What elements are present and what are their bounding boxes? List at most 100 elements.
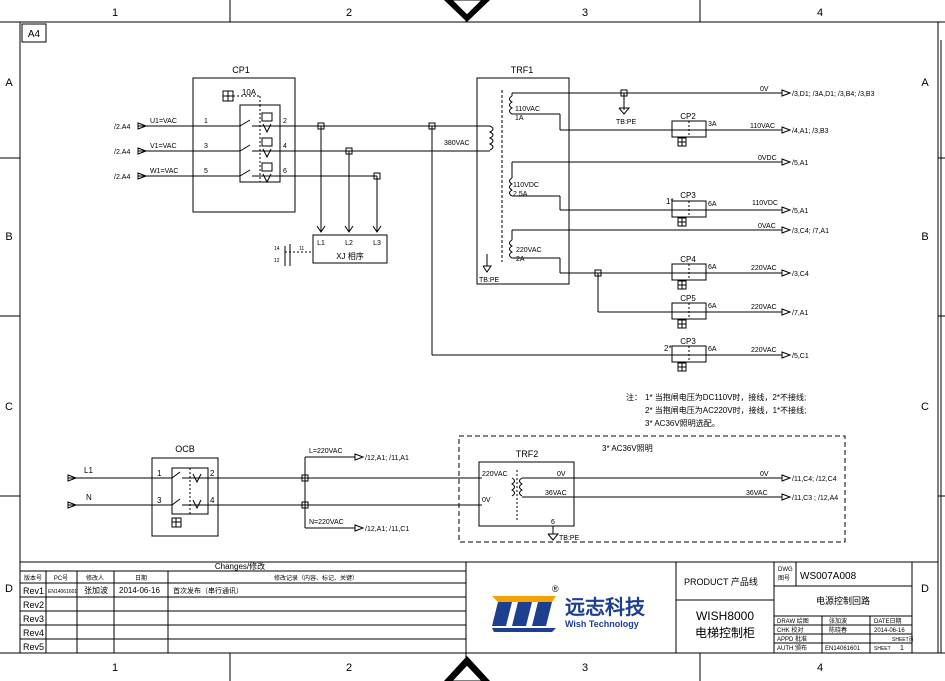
notes-head: 注： [626,392,642,402]
ocb-l-dest: /12,A1; /11,A1 [365,455,409,462]
row-label-a-left: A [5,77,13,89]
col-label-1-bottom: 1 [112,662,118,674]
person-auth: EN14061601 [825,646,861,652]
product-model: WISH8000 [696,609,754,623]
trf2-sec-top: 0V [557,471,566,478]
row-label-b-right: B [921,231,928,243]
trf2-ground: TB:PE [559,535,580,542]
changes-hdr-rev: 版本号 [24,574,42,582]
changes-hdr-pc: PC号 [54,575,68,582]
cp3b-marker: 2* [664,344,672,353]
cp3a-symbol [672,201,706,226]
trf1-w1-voltage: 110VAC [515,106,540,113]
date-label: DATE日期 [874,617,902,625]
dwg-title: 电源控制回路 [816,595,870,606]
center-mark-top-hollow [452,0,482,15]
cp1-pin-out-6: 6 [283,168,287,175]
cp1-in1-signal: U1=VAC [150,118,177,125]
table-row-pc: EN14061601 [48,589,77,595]
cp1-rating: 10A [242,88,257,97]
trf2-out0-dest: /11,C4; /12,C4 [792,476,837,483]
xj-terminal-l3: L3 [373,240,381,247]
secondary-wiring [512,93,782,355]
company-registered: ® [552,584,559,594]
trf1-title: TRF1 [511,65,534,75]
trf2-primary-bottom: 0V [482,497,491,504]
ocb-pin-1: 1 [157,469,162,478]
out-110vac-net: 110VAC [750,123,775,130]
cp1-pin-out-2: 2 [283,118,287,125]
out-0v-net: 0V [760,86,769,93]
cp1-pin-in-5: 5 [204,168,208,175]
cp2-rating: 3A [708,121,717,128]
ocb-breaker [68,458,305,536]
changes-rows: Rev1 EN14061601 张加波 2014-06-16 首次发布（串行通讯… [23,585,243,652]
ocb-line-in: L1 [84,466,93,475]
output-arrows [782,90,790,358]
trf1-w3-voltage: 220VAC [516,247,542,254]
out-220vac-3-net: 220VAC [751,347,777,354]
ocb-output-wiring [302,454,482,531]
junction-dots [318,123,435,179]
trf2-primary-top: 220VAC [482,471,508,478]
company-name-cn: 远志科技 [565,595,646,619]
ocb-pin-3: 3 [157,496,162,505]
col-label-4-top: 4 [817,7,823,19]
cp1-title: CP1 [232,65,250,75]
dwg-label-en: DWG [778,567,793,573]
col-label-1-top: 1 [112,7,118,19]
ocb-pin-4: 4 [210,496,215,505]
cp2-symbol [672,121,706,146]
cp3b-symbol [672,346,706,371]
out-220vac-1-net: 220VAC [751,265,777,272]
cp1-breaker [193,78,300,212]
cp3a-rating: 6A [708,201,717,208]
xj-pin-12: 12 [274,258,280,264]
table-row-rev: Rev5 [23,642,44,652]
title-block [20,562,938,653]
tb-pe-label-top: TB:PE [616,119,637,126]
grid-labels: 1 2 3 4 1 2 3 4 A B C D A B C D [5,7,929,674]
cp4-rating: 6A [708,264,717,271]
trf2-ground-pin: 6 [551,519,555,526]
trf2-sec-bottom: 36VAC [545,490,567,497]
company-name-en: Wish Technology [565,619,639,629]
notes-line-1: 1* 当抱闸电压为DC110V时，接线，2*不接线; [645,392,806,402]
cp5-symbol [672,303,706,328]
row-label-b-left: B [5,231,12,243]
cp1-input-lines [138,123,210,179]
person-draw: 张加波 [829,617,847,625]
sheet-number: 1 [900,645,904,652]
xj-terminal-l2: L2 [345,240,353,247]
sheet-label-cn: SHEET页 [892,637,914,643]
ocb-neutral-in: N [86,493,92,502]
table-row-rev: Rev3 [23,614,44,624]
sheet-label: SHEET [874,646,891,652]
xj-pin-14: 14 [274,246,280,252]
table-row-rev: Rev2 [23,600,44,610]
dwg-number: WS007A008 [800,571,857,582]
company-logo [492,596,556,632]
cp3a-name: CP3 [680,191,696,200]
xj-label: XJ 相序 [336,251,364,261]
out-110vdc-net: 110VDC [752,200,778,207]
sheet-size-label: A4 [28,29,41,40]
ocb-n-net: N=220VAC [309,519,344,526]
out-110vac-dest: /4,A1; /3,B3 [792,128,829,135]
changes-hdr-desc: 修改记录（内容、标记、关键） [274,574,358,582]
trf1-w3-current: 2A [516,256,525,263]
cp3b-rating: 6A [708,346,717,353]
person-chk: 陈晓春 [829,626,847,634]
col-label-3-bottom: 3 [582,662,588,674]
trf1-w1-current: 1A [515,115,524,122]
row-label-c-left: C [5,401,13,413]
ocb-pin-2: 2 [210,469,215,478]
changes-title: Changes/修改 [215,561,265,571]
ocb-l-net: L=220VAC [309,448,343,455]
small-breakers [672,121,706,371]
out-220vac-2-net: 220VAC [751,304,777,311]
col-label-2-bottom: 2 [346,662,352,674]
cp1-in2-signal: V1=VAC [150,143,177,150]
role-auth: AUTH 颁布 [777,644,807,652]
